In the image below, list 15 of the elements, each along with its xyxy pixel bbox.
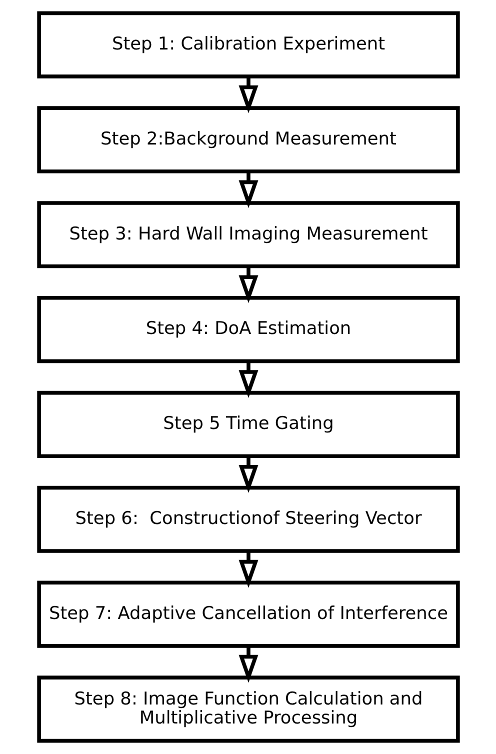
arrow: [238, 362, 258, 398]
node-box: Step 2:Background Measurement: [36, 106, 460, 174]
node-box: Step 3: Hard Wall Imaging Measurement: [36, 201, 460, 268]
arrow: [238, 551, 258, 588]
arrow: [238, 456, 258, 493]
node-box: Step 4: DoA Estimation: [36, 296, 460, 364]
node-box: Step 7: Adaptive Cancellation of Interference: [36, 580, 460, 648]
arrow: [238, 76, 258, 114]
node-box: Step 8: Image Function Calculation and Multiplicative Processing: [36, 676, 460, 743]
node-box: Step 5 Time Gating: [36, 390, 460, 458]
arrow: [238, 172, 258, 208]
arrow: [238, 266, 258, 304]
node-box: Step 1: Calibration Experiment: [36, 11, 460, 78]
arrow: [238, 646, 258, 683]
node-box: Step 6: Constructionof Steering Vector: [36, 486, 460, 553]
